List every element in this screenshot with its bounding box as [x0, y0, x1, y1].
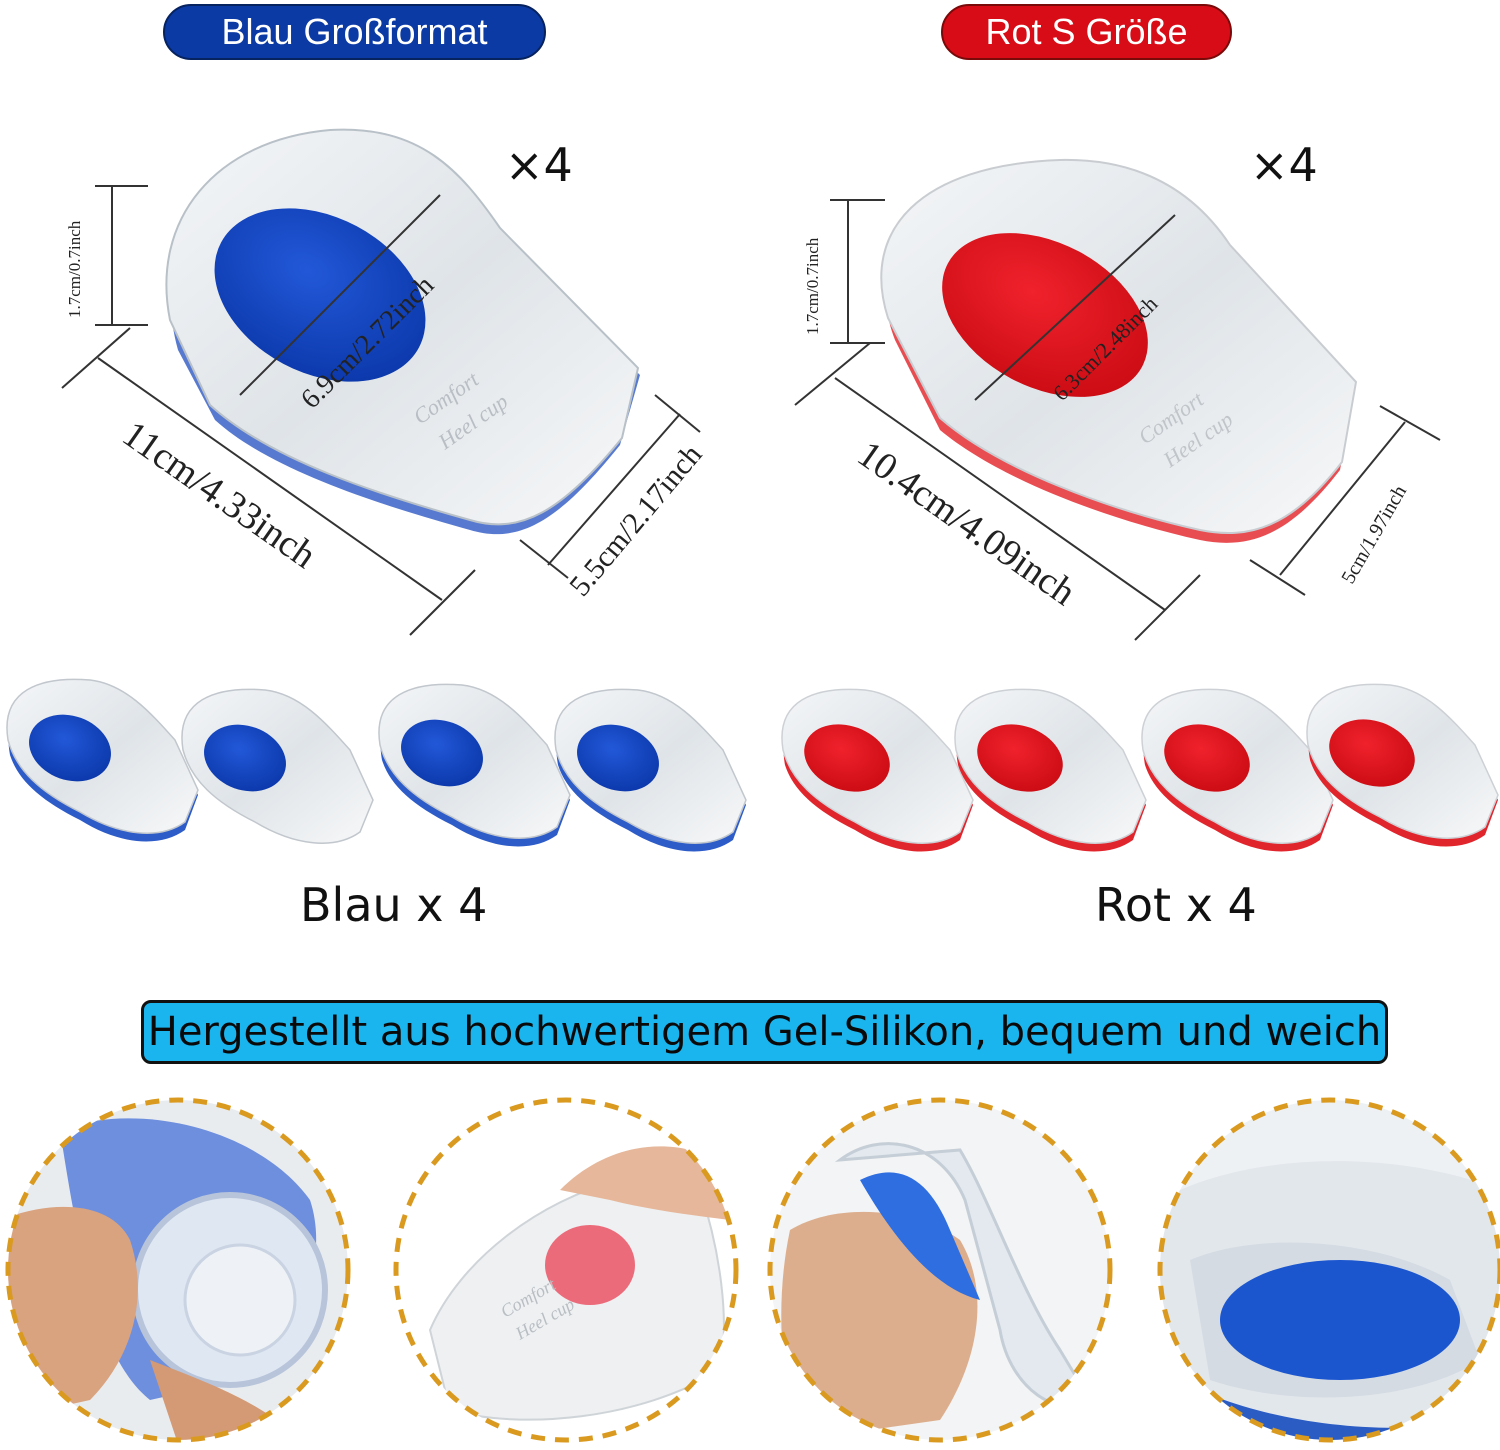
- blue-size-text: Blau Großformat: [221, 11, 488, 52]
- red-height-label: 1.7cm/0.7inch: [803, 237, 822, 335]
- red-cup-small: [1306, 683, 1499, 847]
- blue-cups-row: [6, 678, 747, 852]
- blue-quantity: ×4: [505, 138, 573, 192]
- material-banner-text: Hergestellt aus hochwertigem Gel-Silikon…: [147, 1009, 1382, 1055]
- red-heel-cup: Comfort Heel cup: [880, 158, 1358, 543]
- detail-photo-1: [5, 1097, 351, 1443]
- blue-gel-pad: [214, 208, 426, 382]
- blue-dimension-lines: [61, 185, 701, 636]
- blue-height-label: 1.7cm/0.7inch: [65, 220, 84, 318]
- red-cup-small: [781, 688, 974, 852]
- blue-heel-cup: Comfort Heel cup: [165, 128, 640, 535]
- blue-size-label: Blau Großformat: [163, 4, 546, 60]
- blue-cup-small: [6, 678, 199, 842]
- red-dimension-lines: [794, 199, 1441, 641]
- red-quantity: ×4: [1250, 138, 1318, 192]
- red-cup-small: [1141, 688, 1334, 852]
- red-cup-small: [954, 688, 1147, 852]
- red-size-label: Rot S Größe: [941, 4, 1232, 60]
- blue-cup-small: [378, 683, 571, 847]
- red-count-label: Rot x 4: [1095, 878, 1257, 932]
- detail-photo-3: [767, 1097, 1113, 1443]
- blue-cup-small: [554, 688, 747, 852]
- detail-photo-2: Comfort Heel cup: [393, 1097, 739, 1443]
- blue-cup-small: [181, 688, 374, 844]
- red-cups-row: [781, 683, 1499, 852]
- red-width-label: 5cm/1.97inch: [1337, 482, 1411, 588]
- material-banner: Hergestellt aus hochwertigem Gel-Silikon…: [141, 1000, 1388, 1064]
- red-gel-pad: [942, 233, 1148, 397]
- detail-photo-4: [1157, 1097, 1500, 1443]
- red-size-text: Rot S Größe: [985, 11, 1188, 52]
- blue-count-label: Blau x 4: [300, 878, 488, 932]
